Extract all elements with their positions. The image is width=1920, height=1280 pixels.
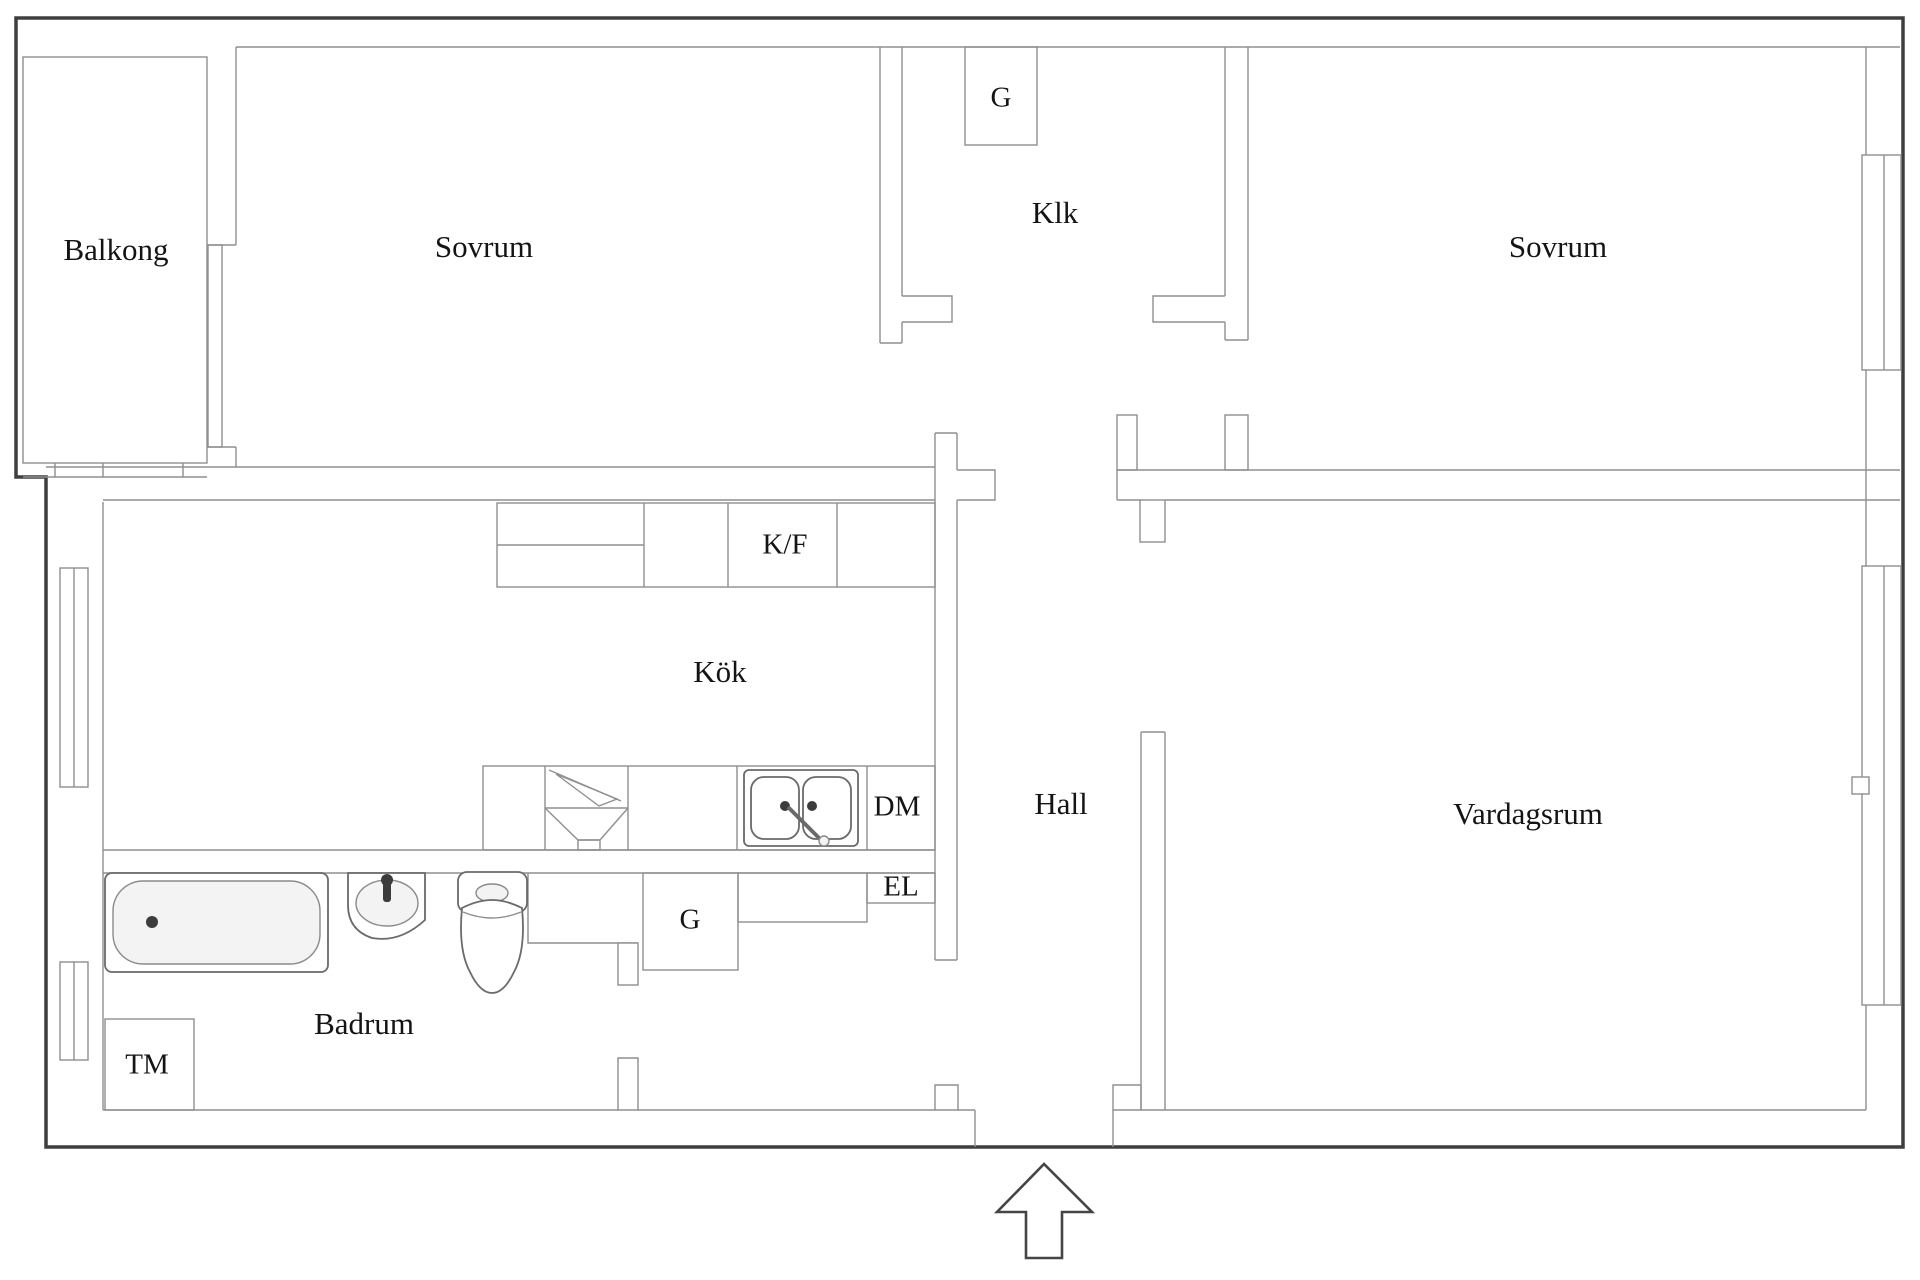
washbasin-icon [347, 872, 426, 940]
room-label-klk: Klk [1032, 195, 1079, 230]
window-icon [1851, 565, 1902, 1006]
washing-machine-box [104, 1018, 195, 1111]
storage-boxes [104, 46, 1038, 1111]
outer-wall [14, 16, 1905, 1149]
room-label-balkong: Balkong [63, 232, 168, 267]
window-icon [59, 961, 89, 1061]
kitchen-sink-icon [743, 769, 859, 847]
room-label-kok: Kök [693, 654, 747, 689]
room-label-badrum: Badrum [314, 1006, 414, 1041]
room-label-hall: Hall [1034, 786, 1087, 821]
wardrobe-top-box [964, 46, 1038, 146]
kitchen-counters [482, 502, 936, 851]
closet-label-g-top: G [991, 82, 1012, 114]
windows [59, 154, 1902, 1061]
electrical-box [866, 872, 936, 904]
appliance-label-kf: K/F [762, 529, 807, 561]
closet-label-g-bath: G [680, 904, 701, 936]
room-label-vardagsrum: Vardagsrum [1453, 796, 1603, 831]
window-icon [59, 567, 89, 788]
bathroom-fixtures [104, 871, 528, 994]
window-icon [1861, 154, 1902, 371]
balcony-door-icon [207, 244, 223, 448]
appliance-label-el: EL [883, 871, 918, 903]
room-label-sovrum-left: Sovrum [435, 229, 533, 264]
bathtub-icon [104, 872, 329, 973]
stove-hood-icon [544, 769, 629, 851]
inner-walls [22, 46, 1900, 1147]
toilet-icon [457, 871, 528, 994]
entrance-arrow-icon [993, 1162, 1096, 1260]
appliance-label-tm: TM [125, 1049, 169, 1081]
shelf-box [737, 872, 868, 923]
room-label-sovrum-right: Sovrum [1509, 229, 1607, 264]
appliance-label-dm: DM [874, 791, 921, 823]
